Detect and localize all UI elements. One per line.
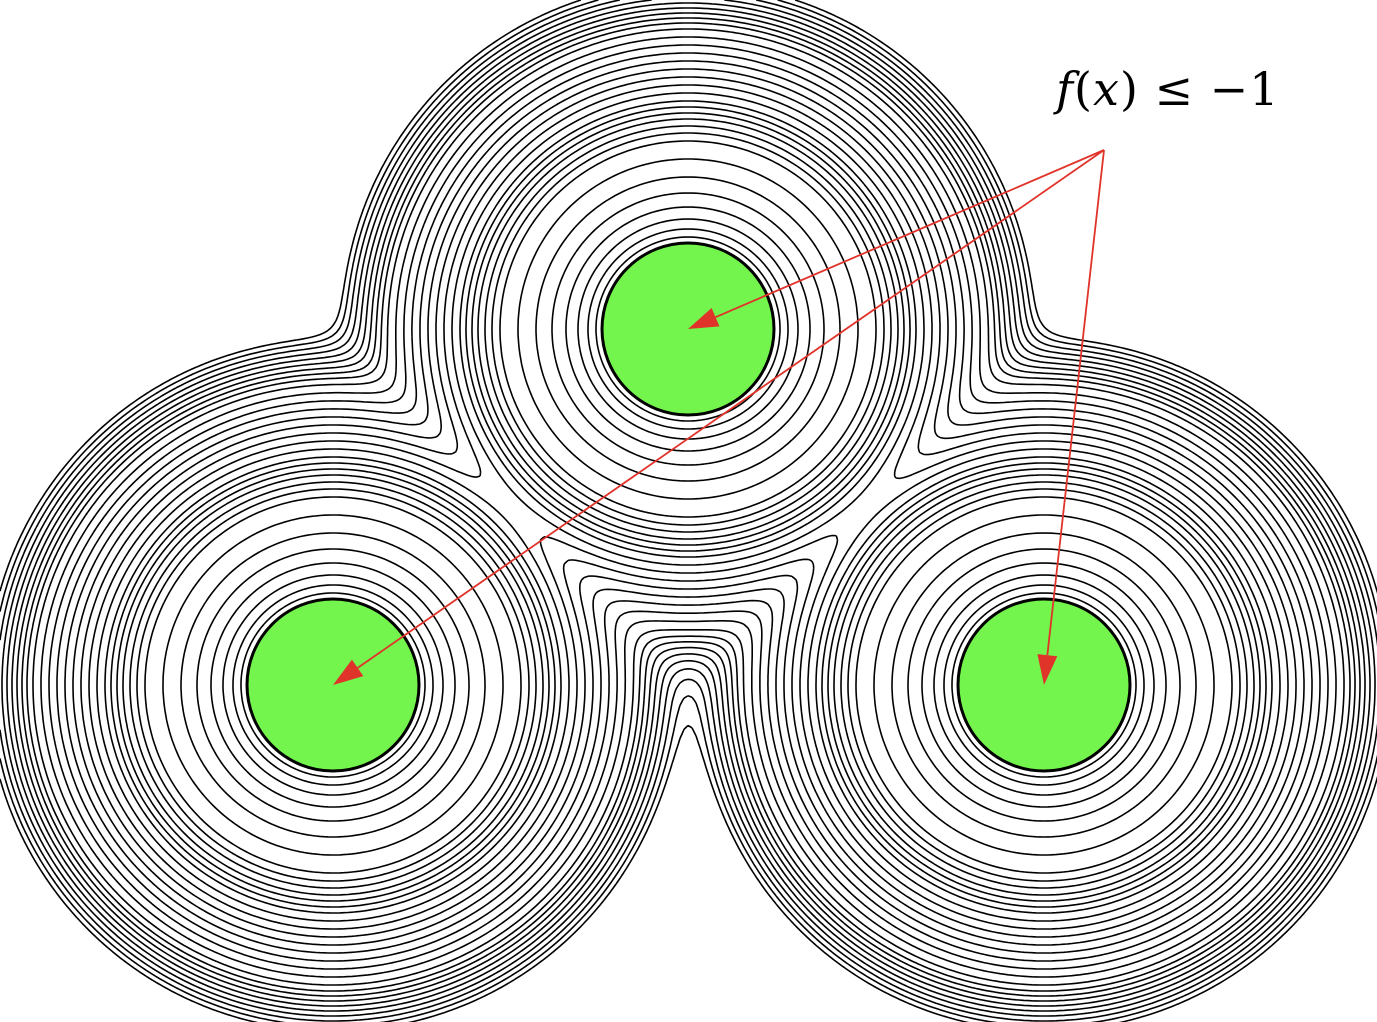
contour-level-12 [116,112,1261,902]
contour-level-11 [122,118,1255,896]
label-relation: ≤ −1 [1138,62,1280,116]
sublevel-label: f(x) ≤ −1 [1056,62,1280,116]
contour-level-6 [180,176,1197,838]
arrow-to-top-well [688,149,1105,329]
contour-level-2 [232,228,1145,786]
contour-level-14 [104,100,1273,914]
label-close-paren: ) [1119,62,1139,116]
arrow-to-left-well-shaft [357,149,1105,669]
contour-level-9 [136,132,1241,882]
contour-level-24 [26,22,1351,992]
contour-level-21 [48,44,1329,970]
contour-level-17 [80,76,1297,938]
contour-level-23 [32,28,1345,986]
contour-level-20 [56,52,1321,962]
contour-level-18 [72,68,1305,946]
contour-level-15 [96,92,1281,922]
contour-level-4 [210,206,1167,808]
contour-level-27 [11,7,1366,1007]
contour-level-7 [162,158,1215,856]
contour-level-25 [21,17,1356,997]
contour-level-13 [110,106,1267,908]
contour-level-22 [40,36,1337,978]
annotation-arrows [333,149,1105,685]
sublevel-regions [245,241,1132,773]
contour-level-5 [196,192,1181,822]
contour-level-8 [144,140,1233,874]
contour-level-16 [88,84,1289,930]
contour-level-1 [240,236,1137,778]
contour-level-28 [6,2,1371,1012]
label-f: f [1056,62,1075,116]
contour-level-19 [64,60,1313,954]
label-x: x [1092,62,1120,116]
arrow-to-right-well-head [1037,654,1058,685]
arrow-to-top-well-head [688,307,720,329]
contour-level-3 [222,218,1155,796]
arrow-to-top-well-shaft [715,149,1105,318]
arrow-to-left-well [333,149,1105,685]
arrow-to-right-well-shaft [1046,149,1105,656]
contour-level-26 [16,12,1361,1002]
arrow-to-right-well [1037,149,1105,685]
contour-level-10 [129,125,1248,889]
label-open-paren: ( [1074,62,1093,116]
arrow-to-left-well-head [333,659,364,685]
